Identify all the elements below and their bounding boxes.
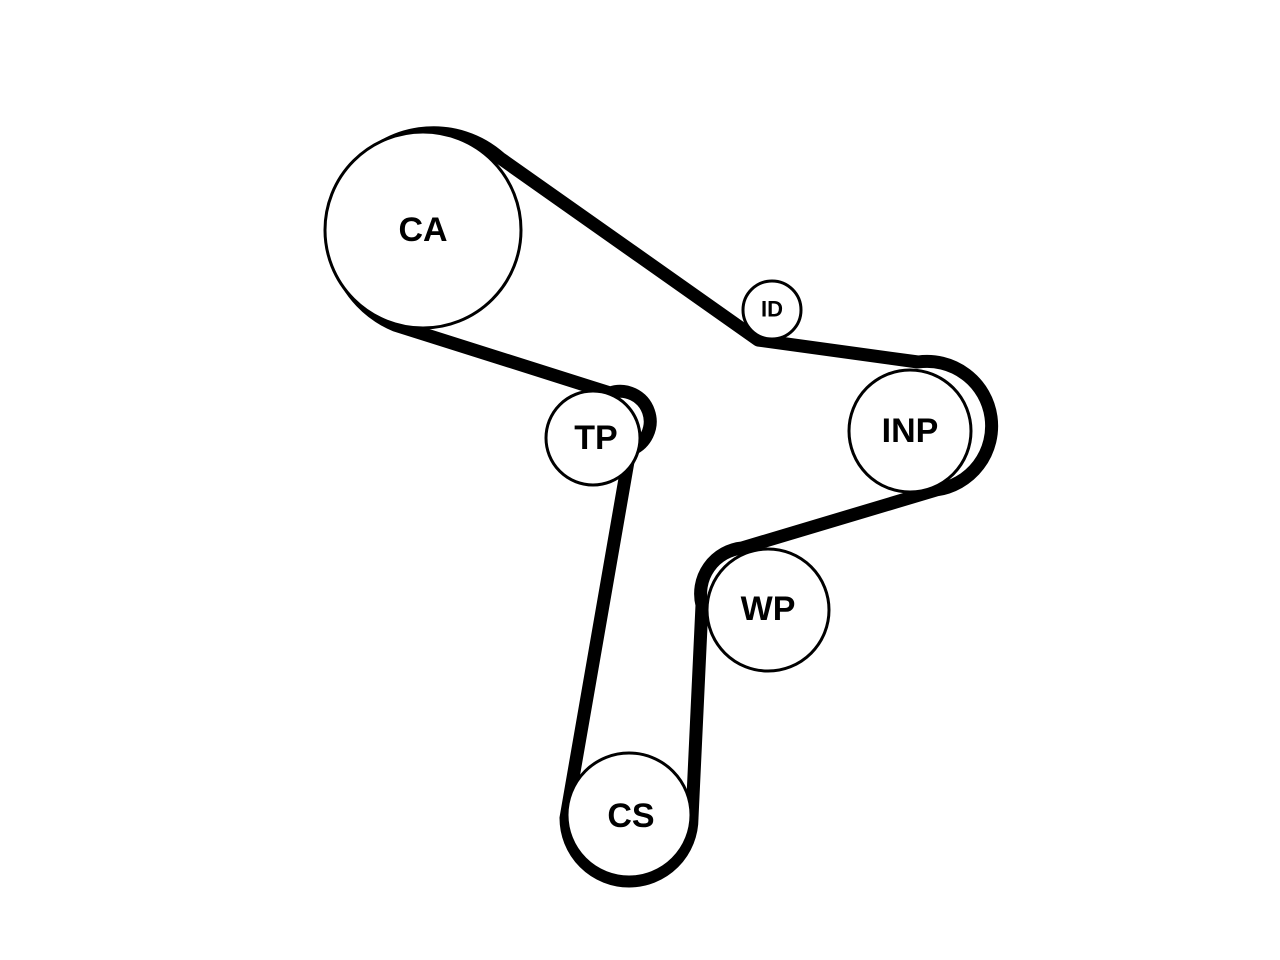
crankshaft-pulley: CS <box>565 751 693 879</box>
injection-pump-pulley: INP <box>847 368 973 494</box>
injection-pump-pulley-label: INP <box>882 412 939 450</box>
camshaft-pulley-label: CA <box>398 211 447 249</box>
water-pump-pulley: WP <box>705 547 831 673</box>
camshaft-pulley: CA <box>323 130 523 330</box>
crankshaft-pulley-label: CS <box>607 797 654 835</box>
water-pump-pulley-label: WP <box>741 590 796 628</box>
idler-pulley: ID <box>741 279 803 341</box>
idler-pulley-label: ID <box>761 297 783 322</box>
tensioner-pulley: TP <box>544 389 642 487</box>
tensioner-pulley-label: TP <box>574 419 617 457</box>
